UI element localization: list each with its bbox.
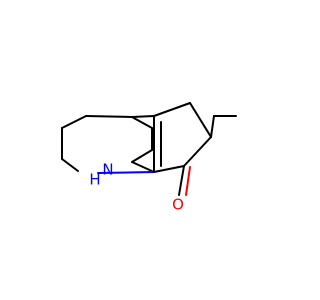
bond-n-c7a: [97, 171, 155, 174]
hydrogen-label: H: [89, 171, 100, 189]
oxygen-label: O: [172, 196, 184, 214]
molecule-structure-diagram: N H O: [61, 102, 237, 214]
bond-c4-c3: [85, 115, 133, 118]
bond-c7-carbonyl-single: [178, 165, 185, 196]
bond-c5-c6-ring: [189, 102, 212, 138]
bond-c6-c7-ring: [183, 136, 212, 167]
bond-c6-c7: [131, 149, 153, 163]
bond-c4a-c4: [131, 115, 155, 118]
bond-c4a-c5-ring: [153, 102, 191, 117]
atom-label-set: N H O: [89, 161, 184, 214]
bond-c7-c7a-ring: [153, 165, 185, 173]
nitrogen-label: N: [102, 161, 113, 179]
bond-c3-c2: [61, 115, 87, 129]
bond-c4a-c5: [131, 116, 153, 129]
bond-set: [61, 102, 237, 196]
bond-c1-n: [61, 158, 79, 172]
bond-c6-ethyl-ch2: [210, 115, 215, 138]
bond-c7-carbonyl-double: [185, 166, 191, 196]
bond-c7-c7a: [131, 161, 155, 173]
